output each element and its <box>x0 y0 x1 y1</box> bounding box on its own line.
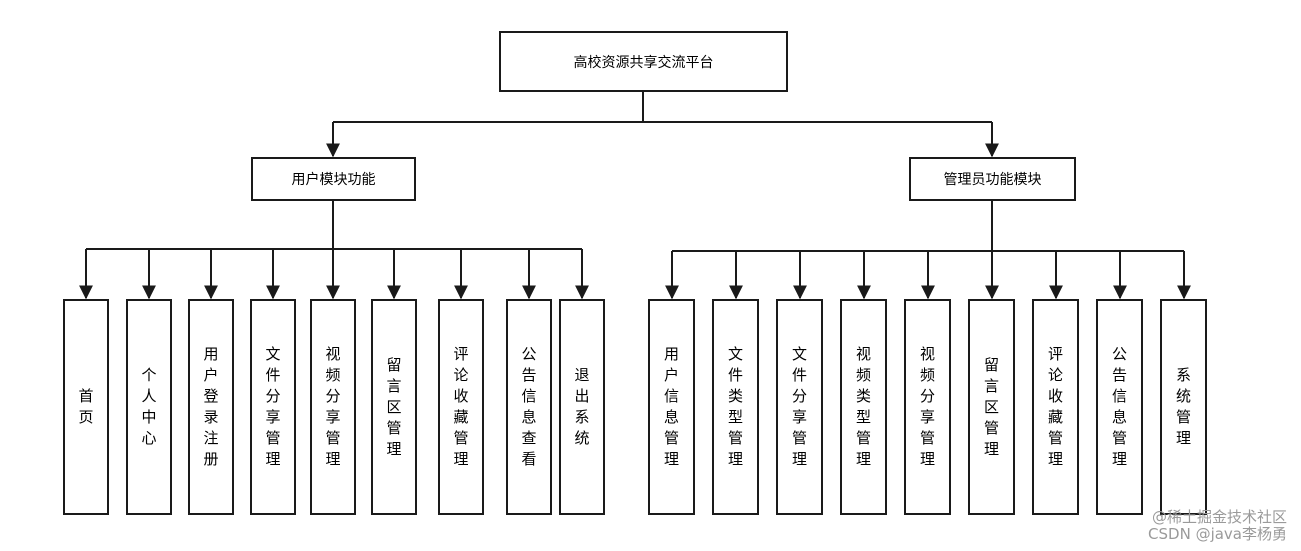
user-leaf-box: 用户登录注册 <box>188 299 234 515</box>
user-leaf-box: 评论收藏管理 <box>438 299 484 515</box>
user-leaf-box: 留言区管理 <box>371 299 417 515</box>
admin-leaf-box: 公告信息管理 <box>1096 299 1143 515</box>
admin-leaf-label: 公告信息管理 <box>1111 345 1127 468</box>
root-node: 高校资源共享交流平台 <box>499 31 788 92</box>
admin-leaf-box: 文件类型管理 <box>712 299 759 515</box>
admin-leaf-box: 评论收藏管理 <box>1032 299 1079 515</box>
admin-module-node: 管理员功能模块 <box>909 157 1076 201</box>
user-leaf-label: 首页 <box>78 387 94 426</box>
admin-leaf-label: 视频分享管理 <box>919 345 935 468</box>
admin-leaf-box: 留言区管理 <box>968 299 1015 515</box>
watermark-line-1: @稀土掘金技术社区 <box>1151 508 1287 526</box>
user-module-label: 用户模块功能 <box>291 172 376 188</box>
user-leaf-box: 首页 <box>63 299 109 515</box>
admin-leaf-label: 评论收藏管理 <box>1047 345 1063 468</box>
user-leaf-box: 文件分享管理 <box>250 299 296 515</box>
admin-leaf-label: 系统管理 <box>1175 366 1191 447</box>
admin-leaf-box: 用户信息管理 <box>648 299 695 515</box>
admin-leaf-label: 用户信息管理 <box>663 345 679 468</box>
user-leaf-label: 视频分享管理 <box>325 345 341 468</box>
user-leaf-label: 留言区管理 <box>386 355 402 458</box>
user-leaf-label: 用户登录注册 <box>203 345 219 468</box>
admin-leaf-label: 文件类型管理 <box>727 345 743 468</box>
user-leaf-label: 退出系统 <box>574 366 590 447</box>
admin-leaf-box: 视频类型管理 <box>840 299 887 515</box>
user-leaf-label: 公告信息查看 <box>521 345 537 468</box>
admin-module-label: 管理员功能模块 <box>943 172 1042 188</box>
user-leaf-box: 公告信息查看 <box>506 299 552 515</box>
admin-leaf-label: 留言区管理 <box>983 355 999 458</box>
user-leaf-label: 个人中心 <box>141 366 157 447</box>
user-leaf-box: 退出系统 <box>559 299 605 515</box>
user-leaf-label: 评论收藏管理 <box>453 345 469 468</box>
watermark: @稀土掘金技术社区 CSDN @java李杨勇 <box>1148 509 1287 543</box>
admin-leaf-box: 视频分享管理 <box>904 299 951 515</box>
root-node-label: 高校资源共享交流平台 <box>573 54 714 71</box>
user-leaf-label: 文件分享管理 <box>265 345 281 468</box>
user-module-node: 用户模块功能 <box>251 157 416 201</box>
user-leaf-box: 视频分享管理 <box>310 299 356 515</box>
user-leaf-box: 个人中心 <box>126 299 172 515</box>
admin-leaf-label: 文件分享管理 <box>791 345 807 468</box>
watermark-line-2: CSDN @java李杨勇 <box>1148 525 1287 543</box>
admin-leaf-box: 文件分享管理 <box>776 299 823 515</box>
admin-leaf-label: 视频类型管理 <box>855 345 871 468</box>
admin-leaf-box: 系统管理 <box>1160 299 1207 515</box>
